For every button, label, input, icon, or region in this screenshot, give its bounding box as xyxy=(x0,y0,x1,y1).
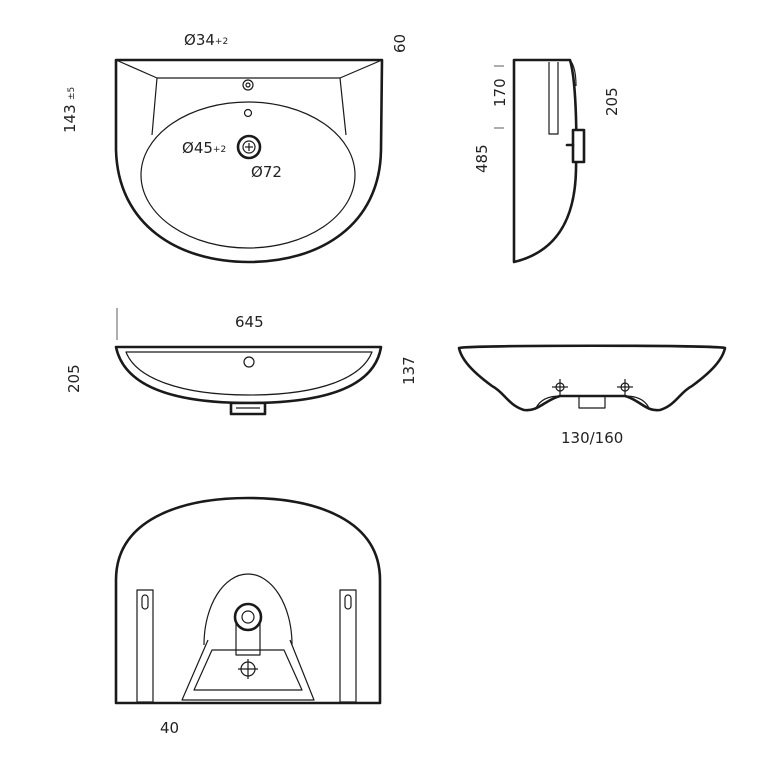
back-view: 130/160 xyxy=(457,344,727,447)
side-view: 170 205 485 xyxy=(473,58,621,264)
side-dim-205-label: 205 xyxy=(603,87,621,116)
back-view-inner-line xyxy=(535,395,650,409)
tap-hole xyxy=(242,79,254,91)
top-view-side-left xyxy=(151,77,158,136)
front-tap-hole xyxy=(243,356,255,368)
bottom-dim-40-label: 40 xyxy=(160,719,179,737)
overflow-hole xyxy=(243,108,253,118)
front-height-137-label: 137 xyxy=(400,356,418,385)
front-height-205-label: 205 xyxy=(65,364,83,393)
bottom-drain-inner xyxy=(241,610,255,624)
height-143-tolerance: ±5 xyxy=(67,87,77,100)
bottom-drain-outer xyxy=(233,602,263,632)
back-view-drain xyxy=(578,395,606,409)
drain-diameter-label: Ø45+2 xyxy=(182,139,226,157)
side-view-drain-pipe xyxy=(571,128,586,164)
overflow-diameter-label: Ø34+2 xyxy=(184,31,228,49)
bottom-pedestal-arch xyxy=(203,573,293,646)
back-bracket-spacing-label: 130/160 xyxy=(561,429,623,447)
depth-60-label: 60 xyxy=(391,34,409,53)
top-view-side-right xyxy=(339,77,347,136)
bottom-view-outline xyxy=(114,496,382,705)
back-view-outline xyxy=(457,344,727,412)
bottom-bracket-right xyxy=(339,589,357,703)
front-width-645-label: 645 xyxy=(235,313,264,331)
bottom-bracket-right-slot xyxy=(344,594,352,610)
drain-inner-circle xyxy=(242,140,256,154)
basin-bowl-ellipse xyxy=(140,101,356,249)
top-view: Ø34+2 60 143 ±5 Ø45+2 Ø72 xyxy=(61,31,409,264)
side-view-slot xyxy=(548,62,559,135)
front-view: 645 205 137 xyxy=(65,308,418,416)
back-view-bracket-left xyxy=(552,379,568,395)
bottom-pedestal-base xyxy=(181,639,315,701)
drain-outer-circle xyxy=(236,134,262,160)
top-view-rim-inner xyxy=(115,59,383,79)
side-dim-485-label: 485 xyxy=(473,144,491,173)
height-143-label: 143 xyxy=(61,104,79,133)
tap-hole-inner xyxy=(245,82,251,88)
front-view-inner xyxy=(125,351,373,396)
bottom-bracket-left xyxy=(136,589,154,703)
back-view-bracket-right xyxy=(617,379,633,395)
bottom-drain-neck xyxy=(235,622,261,656)
bottom-bracket-left-slot xyxy=(141,594,149,610)
side-view-outline xyxy=(512,58,578,264)
bottom-view: 40 xyxy=(114,496,382,737)
side-dim-170-label: 170 xyxy=(491,78,509,107)
top-view-outline xyxy=(114,58,384,264)
side-view-back-curve xyxy=(569,59,577,87)
drain-outer-diameter-label: Ø72 xyxy=(251,163,282,181)
